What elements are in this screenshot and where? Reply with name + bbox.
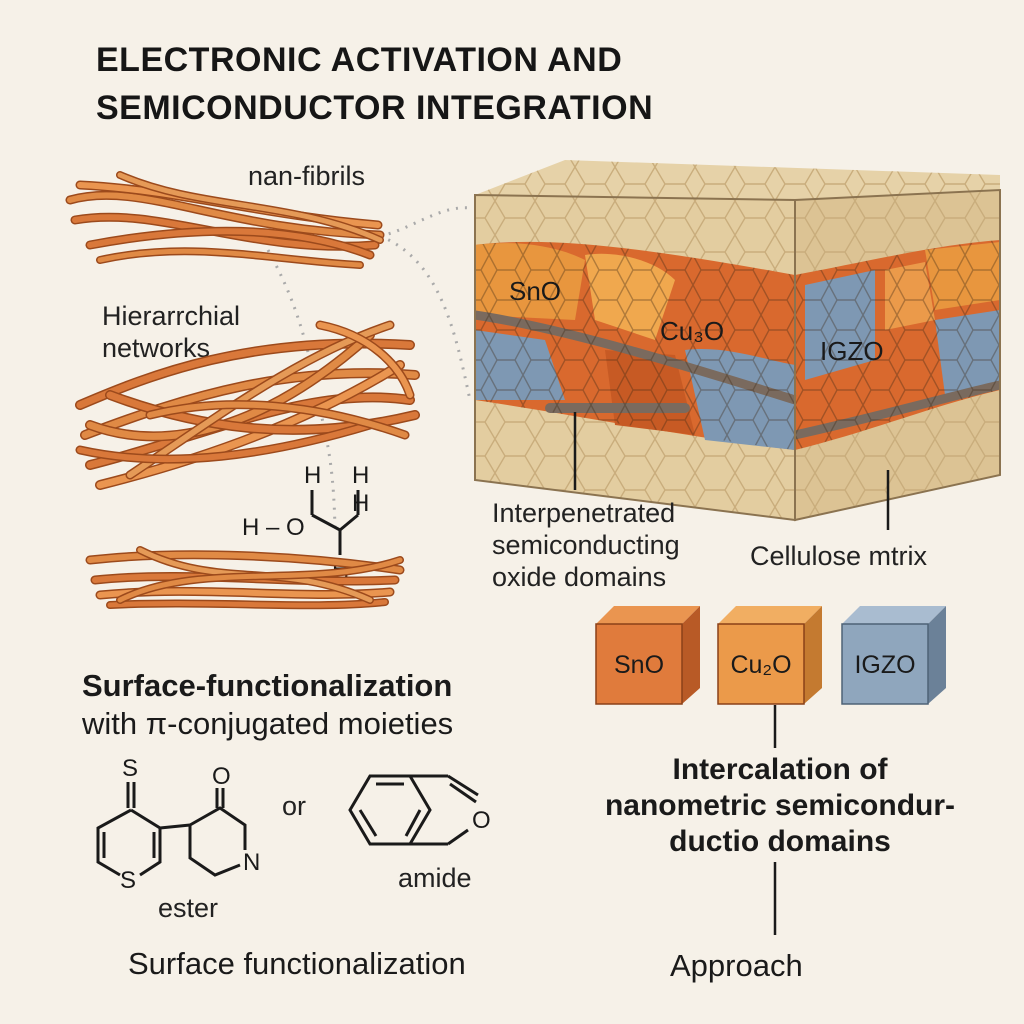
approach-label: Approach [670,948,803,983]
hierarchical-label-line-1: Hierarrchial [102,301,241,331]
nanofibrils-label: nan-fibrils [248,161,366,191]
molecule-h-3: H [352,490,369,517]
title-line-1: ELECTRONIC ACTIVATION AND [96,41,623,79]
molecule-oh-group: H – O [242,514,305,541]
hierarchical-label-line-2: networks [102,333,211,363]
block-label-cu3o: Cu₃O [660,316,724,346]
amide-ring-oxygen: O [472,807,491,834]
interpenetrated-domains-label: Interpenetrated semiconducting oxide dom… [492,497,680,593]
amide-structure: O [348,774,491,846]
intercalation-label: Intercalation of nanometric semicondur- … [560,752,1000,860]
cellulose-matrix-label: Cellulose mtrix [750,541,928,571]
oxide-cubes: SnO Cu₂O IGZO [595,606,946,705]
cube-label-cu2o: Cu₂O [730,651,791,679]
ester-nitrogen: N [243,849,260,876]
hydroxyl-molecule: H H H H H – O [242,462,369,583]
interpenetrated-line-3: oxide domains [492,562,667,592]
surface-heading-line-1: Surface-functionalization [82,668,453,703]
surface-heading-line-2: with π-conjugated moieties [82,706,454,741]
title-line-2: SEMICONDUCTOR INTEGRATION [96,89,654,127]
cube-sno [595,606,700,705]
cube-label-sno: SnO [614,651,664,679]
surface-functionalization-caption: Surface functionalization [128,946,466,981]
interpenetrated-line-2: semiconducting [492,530,680,560]
or-label: or [282,791,307,821]
diagram-title: ELECTRONIC ACTIVATION AND SEMICONDUCTOR … [96,36,796,132]
ester-s-top: S [122,755,138,782]
ester-s-ring: S [120,867,136,894]
block-label-igzo: IGZO [820,336,884,366]
cellulose-matrix-block: SnO Cu₃O IGZO [474,160,1001,522]
cube-label-igzo: IGZO [854,651,915,679]
interpenetrated-line-1: Interpenetrated [492,498,676,528]
ester-label: ester [158,893,219,923]
nanofibril-bundle-top [65,171,385,269]
cube-igzo [841,606,946,705]
intercalation-line-2: nanometric semicondur- [604,789,956,822]
ester-structure: S S O N [96,755,260,894]
hierarchical-network-bundle [75,320,420,490]
surface-functionalization-heading: Surface-functionalization [82,668,452,704]
intercalation-line-3: ductio domains [669,825,891,858]
amide-label: amide [398,863,472,893]
nanofibril-bundle-bottom [85,546,405,610]
molecule-h-1: H [304,462,321,489]
block-label-sno: SnO [509,276,561,306]
ester-oxygen: O [212,763,231,790]
intercalation-line-1: Intercalation of [672,753,888,786]
molecule-h-2: H [352,462,369,489]
hierarchical-label: Hierarrchial networks [102,300,240,364]
cube-cu2o [717,606,822,705]
